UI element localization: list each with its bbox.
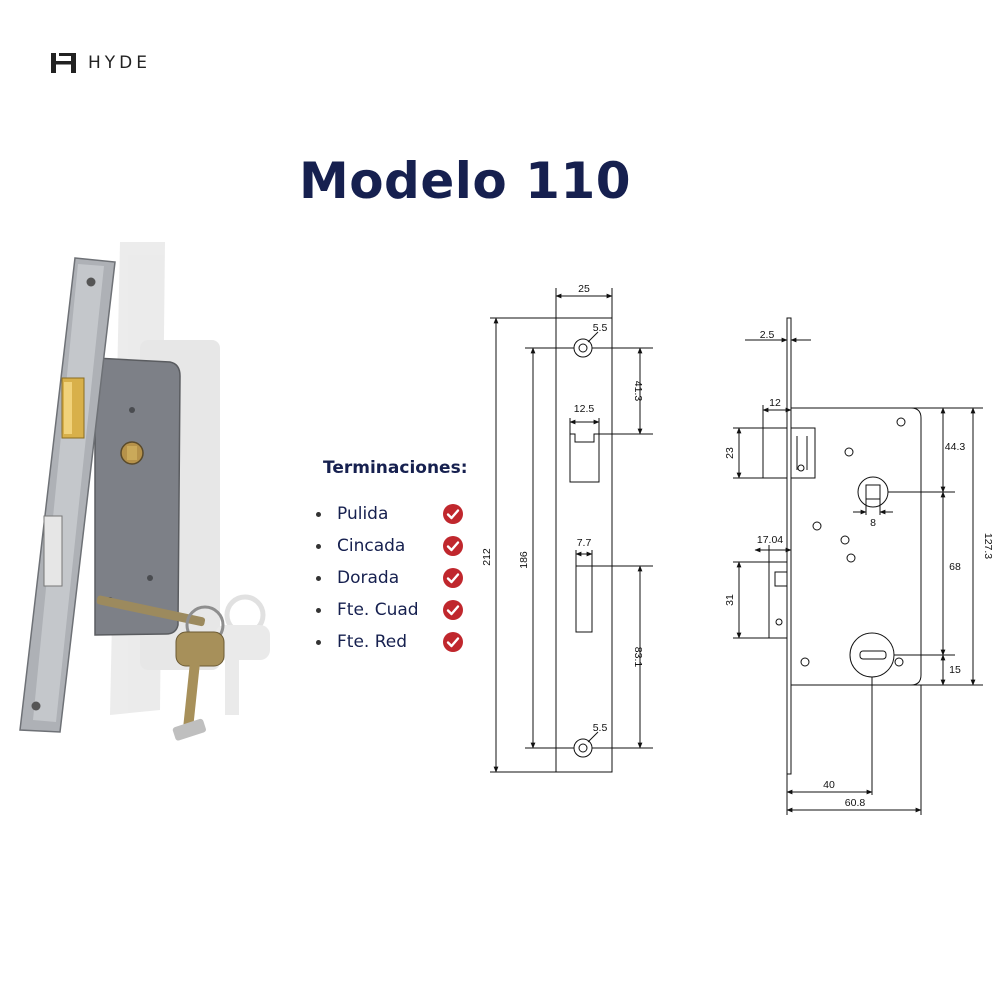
dim-hole-spacing: 186 <box>518 551 530 569</box>
finish-label: Dorada <box>337 568 400 588</box>
case-outline <box>790 407 922 686</box>
latch-outline <box>762 427 788 479</box>
finish-label: Cincada <box>337 536 406 556</box>
list-item: Fte. Cuad <box>310 594 510 626</box>
dim-faceplate-thickness: 2.5 <box>760 329 775 341</box>
dim-width: 25 <box>578 283 590 295</box>
bullet-icon <box>316 511 321 517</box>
bullet-icon <box>316 543 321 549</box>
front-view-drawing: 25 5.5 5.5 12.5 7.7 212 186 41.3 83.1 <box>481 283 653 773</box>
dim-bolt-depth: 17.04 <box>757 534 783 546</box>
dim-keyhole-to-bottom: 15 <box>949 664 961 676</box>
screw-hole-top <box>573 338 593 358</box>
faceplate-outline <box>555 317 613 773</box>
finishes-panel: Terminaciones: Pulida Cincada Dorada Fte… <box>310 458 510 658</box>
page-title: Modelo 110 <box>298 152 632 210</box>
dim-screw-bottom: 5.5 <box>593 722 608 734</box>
dim-bolt-to-bottom: 83.1 <box>632 647 644 668</box>
dim-latch-height: 23 <box>724 447 736 459</box>
check-circle-icon <box>443 536 463 556</box>
check-circle-icon <box>443 600 463 620</box>
latch-slot <box>569 433 600 483</box>
dim-backset: 40 <box>823 779 835 791</box>
dim-bolt-height: 31 <box>724 594 736 606</box>
dim-overall-height: 212 <box>481 548 493 566</box>
bolt-outline <box>768 561 788 639</box>
finish-label: Fte. Red <box>337 632 408 652</box>
finish-label: Fte. Cuad <box>337 600 419 620</box>
list-item: Fte. Red <box>310 626 510 658</box>
faceplate-edge <box>786 317 792 775</box>
dim-case-depth: 60.8 <box>845 797 866 809</box>
list-item: Pulida <box>310 498 510 530</box>
dim-top-to-follower: 44.3 <box>945 441 966 453</box>
finish-label: Pulida <box>337 504 389 524</box>
bullet-icon <box>316 639 321 645</box>
dim-bolt-width: 7.7 <box>577 537 592 549</box>
keyhole-hub <box>849 632 895 678</box>
dim-screw-top: 5.5 <box>593 322 608 334</box>
dim-follower-to-keyhole: 68 <box>949 561 961 573</box>
dim-follower-size: 8 <box>870 517 876 529</box>
dim-top-to-latch: 41.3 <box>632 381 644 402</box>
check-circle-icon <box>443 568 463 588</box>
h-logo-icon <box>51 53 76 73</box>
check-circle-icon <box>443 632 463 652</box>
side-view-drawing: 2.5 12 23 17.04 31 44.3 68 15 127.3 8 40… <box>724 317 994 815</box>
dim-case-height: 127.3 <box>982 533 994 559</box>
screw-hole-bottom <box>573 738 593 758</box>
brand-logo: HYDE <box>50 52 151 74</box>
list-item: Dorada <box>310 562 510 594</box>
follower-hub <box>857 476 889 508</box>
dim-latch-width: 12.5 <box>574 403 595 415</box>
lock-product-photo <box>19 242 270 741</box>
dim-latch-depth: 12 <box>769 397 781 409</box>
check-circle-icon <box>443 504 463 524</box>
finish-list: Pulida Cincada Dorada Fte. Cuad Fte. Red <box>310 498 510 658</box>
bolt-slot <box>575 565 593 633</box>
bullet-icon <box>316 575 321 581</box>
brand-name: HYDE <box>88 53 151 73</box>
bullet-icon <box>316 607 321 613</box>
finishes-heading: Terminaciones: <box>323 458 468 478</box>
list-item: Cincada <box>310 530 510 562</box>
